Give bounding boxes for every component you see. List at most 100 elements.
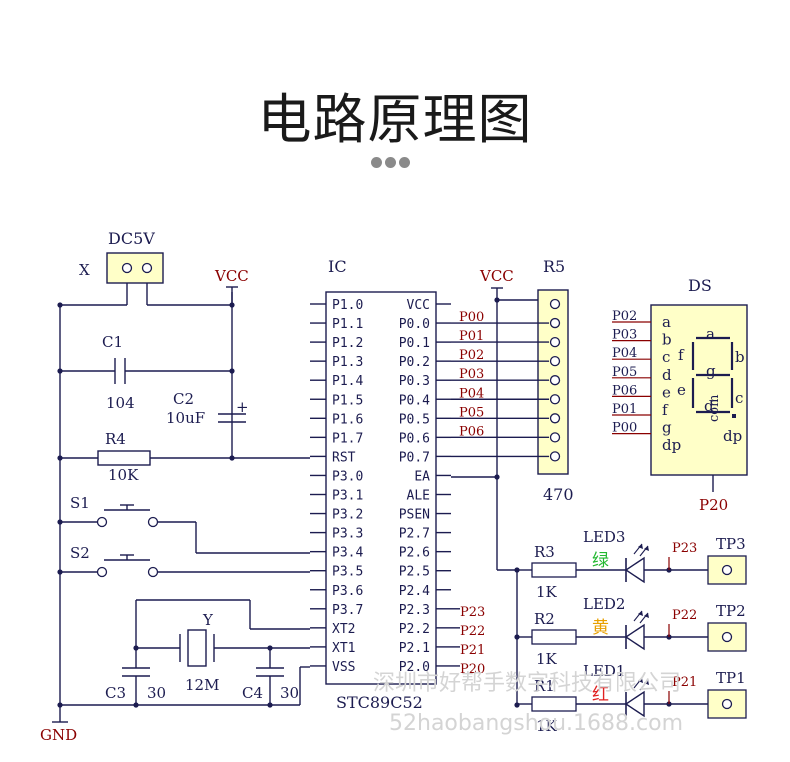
ds-pin-d: d: [662, 366, 672, 384]
ic-pin-left-16: P3.7: [332, 603, 363, 618]
ic-pin-right-10: ALE: [407, 489, 430, 504]
x-label: X: [79, 261, 90, 279]
r5-label: R5: [543, 257, 565, 276]
junction-dot-12: [57, 702, 63, 708]
r5-terminal-4: [549, 375, 561, 386]
vcc-label-1: VCC: [214, 267, 249, 285]
ic-pin-right-15: P2.4: [399, 584, 430, 599]
led-arrow-b-0: [644, 546, 649, 551]
led-color-label-1: 黄: [592, 618, 609, 638]
ic-pin-right-8: P0.7: [399, 450, 430, 465]
testpoint-box-2: [707, 689, 747, 719]
ds-net-label-0: P02: [612, 309, 637, 324]
r5-terminal-0: [549, 298, 561, 310]
ds-seg-c-label: c: [735, 389, 743, 407]
ds-label: DS: [688, 276, 712, 295]
switch-contact-3: [147, 566, 159, 578]
switch-contact-0: [96, 516, 108, 528]
led-net-label-1: P22: [672, 608, 697, 623]
ic-pin-left-2: P1.2: [332, 336, 363, 351]
c1-label: C1: [102, 333, 123, 351]
ds-seg-e-label: e: [677, 381, 686, 399]
ds-dp-dot: [732, 414, 736, 418]
dc-label: DC5V: [108, 229, 155, 248]
ic-pin-right-1: P0.0: [399, 317, 430, 332]
ic-pin-right-13: P2.6: [399, 546, 430, 561]
led-net-label-0: P23: [672, 541, 697, 556]
ic-pin-left-8: RST: [332, 450, 356, 465]
ic-pin-left-11: P3.2: [332, 508, 363, 523]
ds-bottom-net: P20: [699, 496, 728, 514]
ic-pin-right-14: P2.5: [399, 565, 430, 580]
junction-dot-8: [133, 645, 139, 651]
r5-terminal-2: [549, 336, 561, 348]
ic-pin-right-16: P2.3: [399, 603, 430, 618]
testpoint-pin-0: [721, 564, 733, 576]
c4-value: 30: [280, 684, 299, 702]
testpoint-label-1: TP2: [716, 602, 746, 620]
ic-pin-left-6: P1.6: [332, 412, 363, 427]
ic-pin-left-12: P3.3: [332, 527, 363, 542]
ds-net-label-4: P06: [612, 383, 637, 398]
c2-label: C2: [173, 390, 194, 408]
ds-seg-dp-label: dp: [723, 427, 742, 445]
junction-dot-1: [57, 368, 63, 374]
led-res-value-1: 1K: [536, 650, 558, 668]
dc-connector: [106, 252, 164, 284]
junction-dot-9: [267, 645, 273, 651]
ic-pin-left-15: P3.6: [332, 584, 363, 599]
title-divider-dots: [371, 153, 413, 172]
ds-pin-a: a: [662, 313, 671, 331]
ds-seg-g-label: g: [706, 362, 716, 380]
ic-pin-right-3: P0.2: [399, 355, 430, 370]
ds-pin-e: e: [662, 383, 671, 401]
p0-net-label-2: P02: [459, 348, 484, 363]
c3-label: C3: [105, 684, 126, 702]
c3-value: 30: [147, 684, 166, 702]
p0-net-label-6: P06: [459, 424, 484, 439]
junction-dot-0: [57, 302, 63, 308]
junction-dot-3: [57, 519, 63, 525]
ds-pin-dp: dp: [662, 436, 681, 454]
ic-pin-right-6: P0.5: [399, 412, 430, 427]
switch-contact-2: [96, 566, 108, 578]
ic-pin-left-9: P3.0: [332, 469, 363, 484]
junction-dot-17: [514, 702, 520, 708]
junction-dot-14: [494, 474, 500, 480]
led-res-value-2: 1K: [536, 717, 558, 735]
led-res-label-1: R2: [534, 610, 555, 628]
ds-pin-g: g: [662, 419, 672, 437]
dc-pin-2: [141, 262, 153, 274]
junction-dot-2: [57, 455, 63, 461]
ds-net-label-1: P03: [612, 328, 637, 343]
ds-net-label-2: P04: [612, 346, 637, 361]
ic-pin-right-11: PSEN: [399, 508, 430, 523]
ds-net-label-5: P01: [612, 402, 637, 417]
led-symbol-0: [624, 556, 645, 584]
led-res-value-0: 1K: [536, 583, 558, 601]
led-symbol-1: [624, 623, 645, 651]
led-arrow-a-0: [638, 544, 643, 549]
testpoint-pin-1: [721, 631, 733, 643]
led-res-label-0: R3: [534, 543, 555, 561]
led-name-2: LED1: [583, 662, 625, 680]
testpoint-box-1: [707, 622, 747, 652]
ic-pin-left-0: P1.0: [332, 298, 363, 313]
y-label: Y: [202, 611, 214, 629]
r4-label: R4: [105, 430, 126, 448]
s1-label: S1: [70, 494, 90, 512]
r5-terminal-6: [549, 413, 561, 424]
junction-dot-6: [229, 368, 235, 374]
ic-pin-left-7: P1.7: [332, 431, 363, 446]
p2-net-label-3: P20: [460, 662, 485, 677]
ic-pin-left-19: VSS: [332, 660, 355, 675]
ic-pin-right-7: P0.6: [399, 431, 430, 446]
r5-terminal-3: [549, 355, 561, 367]
p2-net-label-0: P23: [460, 605, 485, 620]
ic-pin-left-18: XT1: [332, 641, 355, 656]
junction-dot-5: [229, 302, 235, 308]
junction-dot-7: [229, 455, 235, 461]
ic-pin-right-18: P2.1: [399, 641, 430, 656]
led-net-label-2: P21: [672, 675, 697, 690]
